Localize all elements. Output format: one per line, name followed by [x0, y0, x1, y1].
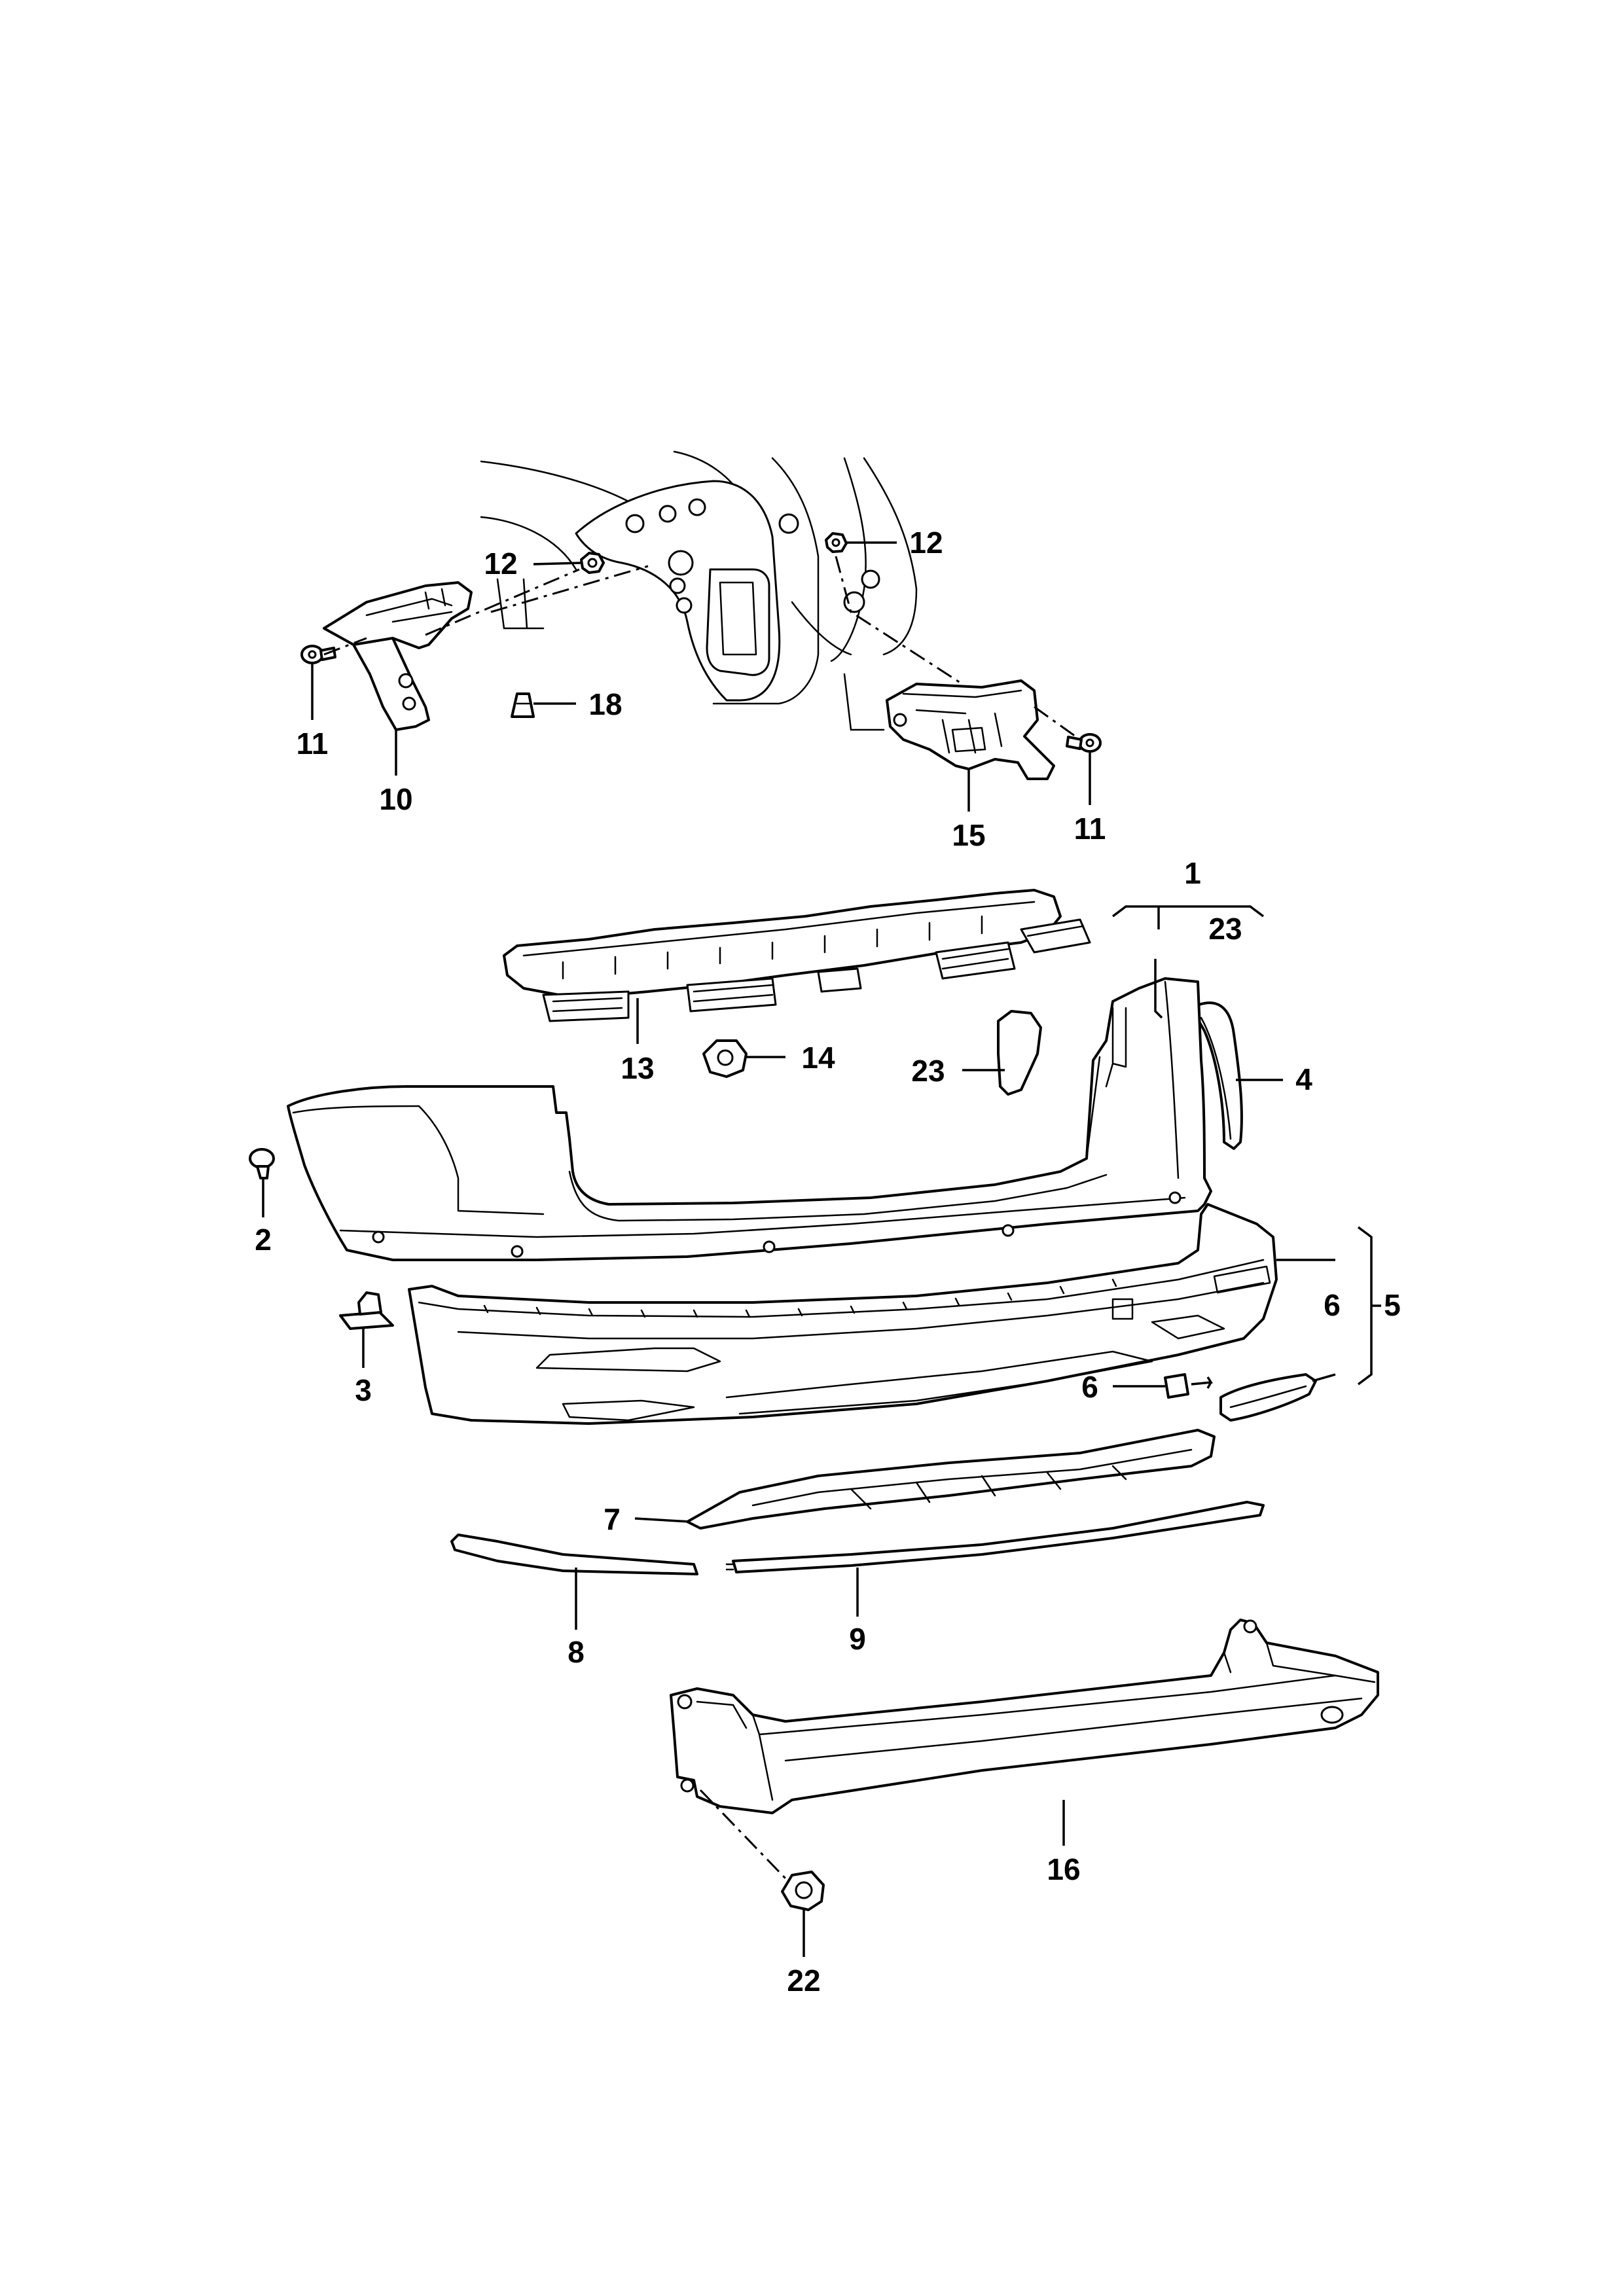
callout-12-right: 12 [909, 526, 943, 560]
part-13-bumper-carrier [503, 889, 1091, 1022]
part-12-nut-left [580, 552, 605, 574]
part-2-rivet [249, 1148, 275, 1179]
callout-3: 3 [355, 1373, 372, 1407]
part-16-impact-beam [670, 1619, 1379, 1814]
part-5-lower-bumper [408, 1203, 1278, 1425]
callout-23: 23 [911, 1054, 945, 1088]
callout-23-top: 23 [1208, 912, 1242, 946]
callout-14: 14 [801, 1041, 835, 1075]
callout-10: 10 [379, 782, 412, 816]
part-3-bracket [339, 1291, 394, 1330]
callout-7: 7 [604, 1502, 621, 1536]
part-7-diffuser [686, 1429, 1216, 1530]
callout-11-left: 11 [297, 726, 329, 761]
callout-15: 15 [952, 818, 985, 852]
part-1-bumper-cover [287, 977, 1212, 1261]
callout-12-left: 12 [484, 547, 517, 581]
part-10-left-bracket [323, 581, 473, 731]
part-12-nut-right [825, 532, 848, 553]
callout-13: 13 [621, 1051, 654, 1085]
part-11-bolt-left [300, 645, 336, 664]
callout-22: 22 [787, 1964, 820, 1998]
callout-18: 18 [588, 687, 622, 721]
callout-labels: 1 23 2 3 4 5 6 6 7 8 9 10 11 11 12 12 13… [255, 526, 1401, 1998]
part-11-bolt-right [1066, 733, 1102, 753]
part-23-insert [997, 1010, 1042, 1096]
part-14-hex-nut [702, 1039, 748, 1078]
callout-4: 4 [1295, 1062, 1312, 1096]
part-8-trim-strip [450, 1534, 698, 1575]
part-22-bolt [781, 1871, 825, 1911]
callout-6-bracket: 6 [1324, 1288, 1341, 1322]
callout-11-right: 11 [1074, 812, 1106, 846]
callout-9: 9 [849, 1622, 866, 1656]
part-6-cap [1164, 1373, 1189, 1399]
callout-2: 2 [255, 1223, 272, 1257]
callout-8: 8 [568, 1635, 585, 1669]
part-15-right-bracket [886, 679, 1055, 780]
callout-16: 16 [1047, 1852, 1080, 1886]
part-18-clip [511, 692, 535, 718]
callout-1: 1 [1184, 856, 1201, 890]
vehicle-body-context [480, 450, 918, 731]
part-9-trim-strip [725, 1501, 1265, 1573]
part-4-side-strip [1190, 1001, 1243, 1150]
callout-5: 5 [1384, 1288, 1401, 1322]
part-6-reflector [1219, 1373, 1317, 1422]
callout-6-cap: 6 [1081, 1370, 1098, 1404]
leader-lines [262, 541, 1381, 1957]
